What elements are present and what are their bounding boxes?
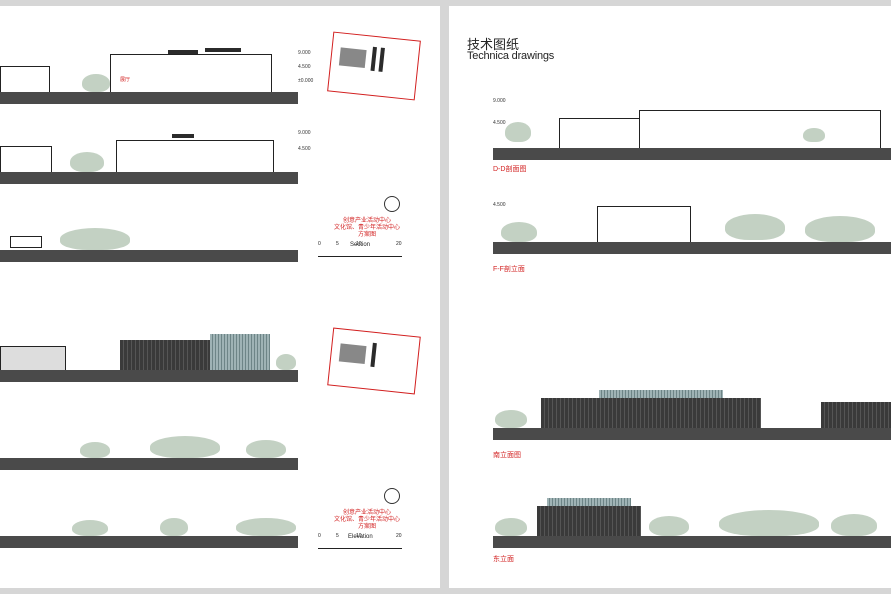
north-arrow-icon [384,488,400,504]
ground-line [493,148,891,160]
tree [831,514,877,536]
section-2-building [0,146,52,174]
tree [725,214,785,240]
elevation-label: Elevation [348,534,373,540]
tree [236,518,296,536]
tree [719,510,819,536]
section-2-hall [116,140,274,174]
scale-bar: 0 5 10 20 [318,533,402,549]
ground-line [493,536,891,548]
ground-line [0,536,298,548]
dd-section-left [559,118,641,150]
tree [70,152,104,172]
tree [649,516,689,536]
ff-section-building [597,206,691,244]
drawing-caption: F-F剖立面 [493,266,525,273]
east-elevation-facade [537,506,641,536]
elevation-mark: 4.500 [298,146,311,152]
room-label: 展厅 [120,77,131,83]
tree [150,436,220,458]
elevation-1-facade [120,340,210,370]
tree [246,440,286,458]
tree [60,228,130,250]
elevation-mark: 9.000 [298,130,311,136]
ground-line [493,242,891,254]
drawing-caption: 东立面 [493,556,514,563]
ground-line [0,370,298,382]
scale-bar: 0 5 10 20 [318,241,402,257]
project-note: 创意产业活动中心 文化馆、青少年活动中心 方案图 [333,510,400,530]
section-2-roof [172,134,194,138]
east-elevation-glass [547,498,631,506]
elevation-1-glass [210,334,270,370]
tree [276,354,296,370]
page-subtitle: Technica drawings [467,50,555,62]
south-elevation-glass [599,390,723,398]
elevation-mark: ±0.000 [298,78,314,84]
dd-section-main [639,110,881,150]
elevation-1-building [0,346,66,372]
ground-line [493,428,891,440]
drawing-caption: D-D剖面图 [493,166,527,173]
section-1-roof-2 [205,48,241,52]
ground-line [0,172,298,184]
south-elevation-facade [541,398,761,428]
tree [501,222,537,242]
ground-line [0,458,298,470]
tree [80,442,110,458]
elevation-mark: 4.500 [298,64,311,70]
tree [160,518,188,536]
section-1-building [0,66,50,94]
section-3-pavilion [10,236,42,248]
section-1-roof [168,50,198,54]
tree [805,216,875,242]
key-plan-1 [327,31,421,101]
elevation-mark: 9.000 [298,50,311,56]
project-note: 创意产业活动中心 文化馆、青少年活动中心 方案图 [333,218,400,238]
ground-line [0,250,298,262]
ground-line [0,92,298,104]
elevation-mark: 4.500 [493,202,506,208]
tree [803,128,825,142]
section-label: Section [350,242,371,248]
right-drawing-sheet: 技术图纸 Technica drawings 9.000 4.500 D-D剖面… [449,6,891,588]
section-1-hall [110,54,272,94]
tree [72,520,108,536]
tree [82,74,110,92]
elevation-mark: 9.000 [493,98,506,104]
page-title: 技术图纸 [467,37,520,52]
key-plan-2 [327,327,421,395]
tree [495,410,527,428]
elevation-mark: 4.500 [493,120,506,126]
south-elevation-facade-2 [821,402,891,428]
drawing-caption: 南立面图 [493,452,521,459]
tree [505,122,531,142]
left-drawing-sheet: 展厅 9.000 4.500 ±0.000 9.000 4.500 创意产业活动… [0,6,440,588]
north-arrow-icon [384,196,400,212]
tree [495,518,527,536]
